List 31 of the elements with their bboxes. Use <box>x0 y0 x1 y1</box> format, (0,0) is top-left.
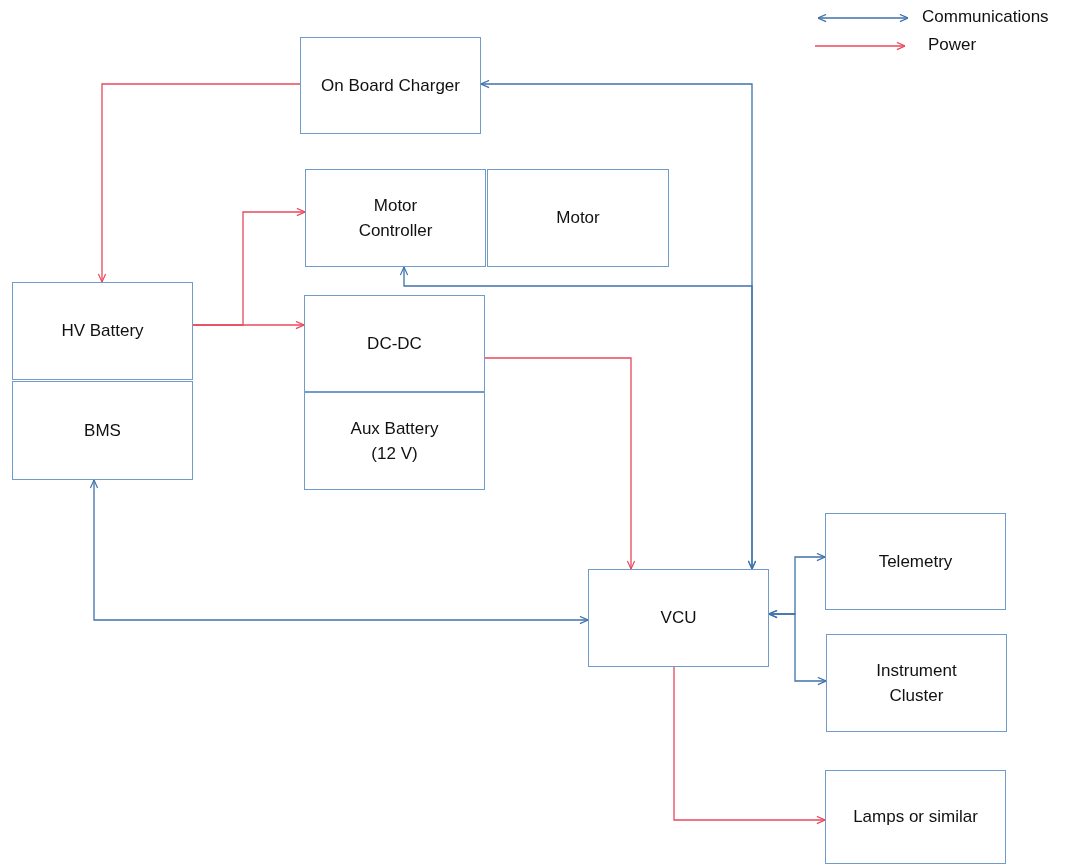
component-label: Motor Controller <box>357 194 434 242</box>
component-label: VCU <box>660 607 697 630</box>
component-label: Telemetry <box>878 550 953 573</box>
component-box <box>826 634 1007 732</box>
connector-arrow <box>673 666 826 825</box>
component-label: Instrument Cluster <box>875 659 958 707</box>
component-box <box>305 169 486 267</box>
component-label: Lamps or similar <box>853 806 978 829</box>
connector-arrow <box>89 479 589 625</box>
connector-arrow <box>768 609 827 686</box>
component-box <box>12 381 193 480</box>
component-label: BMS <box>84 419 121 442</box>
connector-arrow <box>192 320 305 330</box>
component-box <box>12 282 193 380</box>
component-box <box>304 392 485 490</box>
legend-label: Communications <box>922 7 1049 27</box>
component-box <box>825 513 1006 610</box>
component-box <box>300 37 481 134</box>
component-label: DC-DC <box>367 332 422 355</box>
component-box <box>825 770 1006 864</box>
component-box <box>487 169 669 267</box>
component-box <box>304 295 485 392</box>
component-label: On Board Charger <box>321 74 460 97</box>
component-label: Motor <box>556 207 600 230</box>
component-label: Aux Battery (12 V) <box>349 417 440 465</box>
component-label: HV Battery <box>61 320 144 343</box>
component-box <box>588 569 769 667</box>
connector-arrow <box>399 266 757 570</box>
connector-arrow <box>484 357 636 570</box>
legend-label: Power <box>928 35 977 55</box>
connector-arrow <box>97 83 301 283</box>
